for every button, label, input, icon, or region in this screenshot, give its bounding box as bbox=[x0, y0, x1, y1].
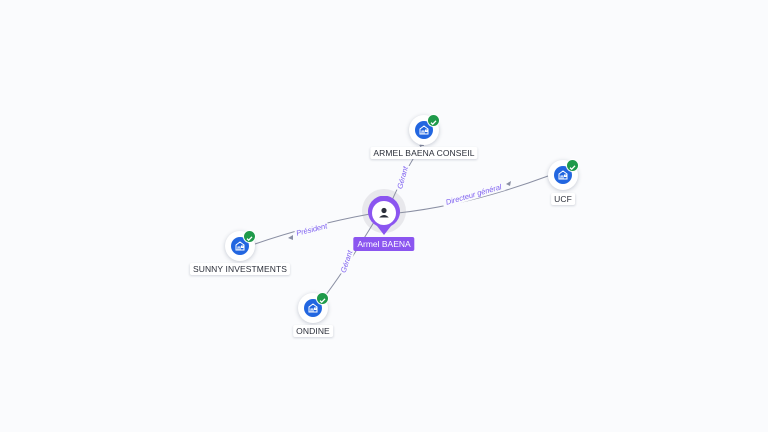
edge-label-directeur-general: Directeur général bbox=[445, 182, 503, 207]
edge-arrow-icon bbox=[288, 235, 293, 240]
verified-check-icon bbox=[427, 114, 440, 127]
verified-check-icon bbox=[566, 159, 579, 172]
edge-arrow-icon bbox=[506, 181, 511, 186]
company-label[interactable]: ARMEL BAENA CONSEIL bbox=[370, 147, 478, 159]
verified-check-icon bbox=[316, 292, 329, 305]
user-icon bbox=[379, 207, 389, 218]
edge-label-gerant-2: Gérant bbox=[339, 248, 355, 273]
company-label[interactable]: SUNNY INVESTMENTS bbox=[189, 263, 291, 275]
person-node[interactable] bbox=[367, 195, 401, 236]
edge-label-gerant-1: Gérant bbox=[395, 164, 410, 189]
verified-check-icon bbox=[243, 230, 256, 243]
company-label[interactable]: ONDINE bbox=[293, 325, 333, 337]
edge-label-president: Président bbox=[295, 221, 329, 238]
company-label[interactable]: UCF bbox=[551, 193, 575, 205]
company-node-circle[interactable] bbox=[548, 160, 578, 190]
person-label[interactable]: Armel BAENA bbox=[353, 237, 415, 251]
